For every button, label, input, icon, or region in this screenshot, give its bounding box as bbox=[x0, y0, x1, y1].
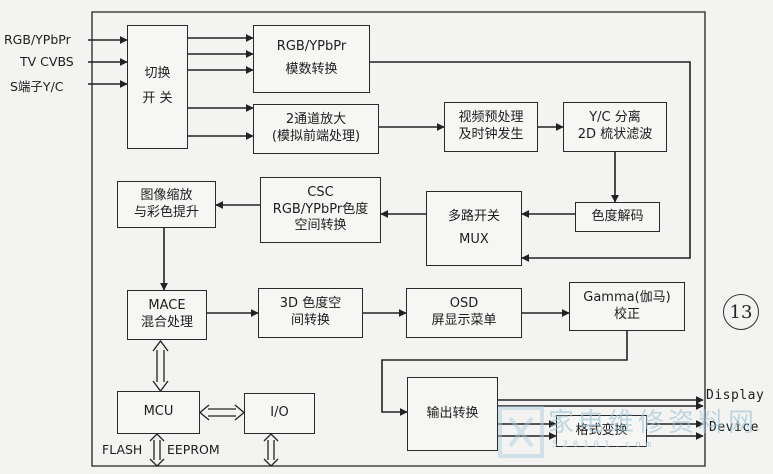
display-label: Display bbox=[706, 388, 765, 403]
bus-mace-mcu-top bbox=[152, 339, 169, 352]
decode-label: 色度解码 bbox=[591, 208, 644, 224]
mace-label-1: MACE bbox=[148, 298, 186, 314]
scale-label-1: 图像缩放 bbox=[140, 187, 193, 203]
scale-block: 图像缩放 与彩色提升 bbox=[117, 181, 216, 228]
bus-io-down-top bbox=[263, 433, 279, 442]
osd-label-1: OSD bbox=[449, 296, 479, 312]
preproc-block: 视频预处理 及时钟发生 bbox=[444, 102, 538, 152]
input-label-sy: S端子Y/C bbox=[10, 79, 64, 94]
watermark-logo bbox=[498, 406, 544, 458]
figure-number-badge: 13 bbox=[723, 294, 759, 330]
bus-mcu-io-right bbox=[234, 404, 246, 421]
yc-block: Y/C 分离 2D 梳状滤波 bbox=[563, 102, 667, 152]
watermark-subtext: 520101.com bbox=[552, 440, 657, 450]
scale-label-2: 与彩色提升 bbox=[133, 204, 199, 220]
gamma-label-1: Gamma(伽马) bbox=[583, 289, 671, 305]
bus-mcu-io-left bbox=[198, 404, 210, 421]
eeprom-label: EEPROM bbox=[167, 442, 220, 457]
bus-io-down-bot bbox=[263, 458, 279, 467]
adc-block: RGB/YPbPr 模数转换 bbox=[253, 25, 370, 93]
io-block: I/O bbox=[244, 393, 315, 434]
mux-label-1: 多路开关 bbox=[447, 208, 500, 224]
mace-label-2: 混合处理 bbox=[140, 315, 193, 330]
device-label: Device bbox=[709, 420, 759, 435]
format-label: 格式变换 bbox=[575, 422, 628, 438]
wire-adc-mux bbox=[370, 61, 691, 262]
gamma-block: Gamma(伽马) 校正 bbox=[569, 282, 685, 331]
adc-label-2: 模数转换 bbox=[285, 62, 338, 77]
cs3d-label-2: 间转换 bbox=[290, 313, 330, 328]
mace-block: MACE 混合处理 bbox=[127, 290, 207, 340]
mcu-block: MCU bbox=[117, 391, 200, 434]
outer-frame bbox=[91, 11, 706, 467]
watermark-text: 家电维修资料网 bbox=[548, 408, 759, 438]
switch-block: 切换 开 关 bbox=[127, 25, 188, 149]
mcu-label: MCU bbox=[143, 404, 174, 420]
osd-block: OSD 屏显示菜单 bbox=[406, 288, 522, 338]
wire-gamma-out bbox=[381, 331, 628, 416]
input-label-tv: TV CVBS bbox=[20, 54, 74, 69]
format-block: 格式变换 bbox=[556, 415, 647, 447]
preproc-label-1: 视频预处理 bbox=[458, 110, 524, 126]
bus-mcu-flash-bot bbox=[149, 458, 165, 467]
input-label-rgb: RGB/YPbPr bbox=[4, 32, 71, 47]
bus-mcu-flash-top bbox=[149, 433, 165, 442]
yc-label-2: 2D 梳状滤波 bbox=[577, 127, 653, 142]
preproc-label-2: 及时钟发生 bbox=[458, 127, 524, 142]
yc-label-1: Y/C 分离 bbox=[589, 110, 641, 126]
csc-label-2: RGB/YPbPr色度 bbox=[272, 201, 369, 217]
cs3d-block: 3D 色度空 间转换 bbox=[258, 288, 363, 338]
output-block: 输出转换 bbox=[407, 377, 498, 451]
decode-block: 色度解码 bbox=[575, 202, 660, 232]
csc-label-3: 空间转换 bbox=[294, 218, 347, 234]
csc-label-1: CSC bbox=[307, 184, 334, 200]
amp-label-2: (模拟前端处理) bbox=[271, 129, 361, 144]
adc-label-1: RGB/YPbPr bbox=[276, 39, 347, 55]
flash-label: FLASH bbox=[102, 442, 143, 457]
gamma-label-2: 校正 bbox=[613, 306, 640, 322]
mux-label-2: MUX bbox=[459, 231, 489, 247]
io-label: I/O bbox=[270, 405, 289, 421]
csc-block: CSC RGB/YPbPr色度 空间转换 bbox=[260, 177, 381, 243]
output-label: 输出转换 bbox=[426, 405, 479, 421]
mux-block: 多路开关 MUX bbox=[426, 191, 522, 266]
amp-block: 2通道放大 (模拟前端处理) bbox=[253, 104, 379, 154]
osd-label-2: 屏显示菜单 bbox=[431, 313, 497, 328]
switch-label-2: 开 关 bbox=[142, 91, 173, 106]
bus-mace-mcu-bot bbox=[152, 380, 169, 393]
cs3d-label-1: 3D 色度空 bbox=[279, 296, 342, 312]
switch-label-1: 切换 bbox=[144, 66, 171, 82]
amp-label-1: 2通道放大 bbox=[285, 112, 347, 128]
